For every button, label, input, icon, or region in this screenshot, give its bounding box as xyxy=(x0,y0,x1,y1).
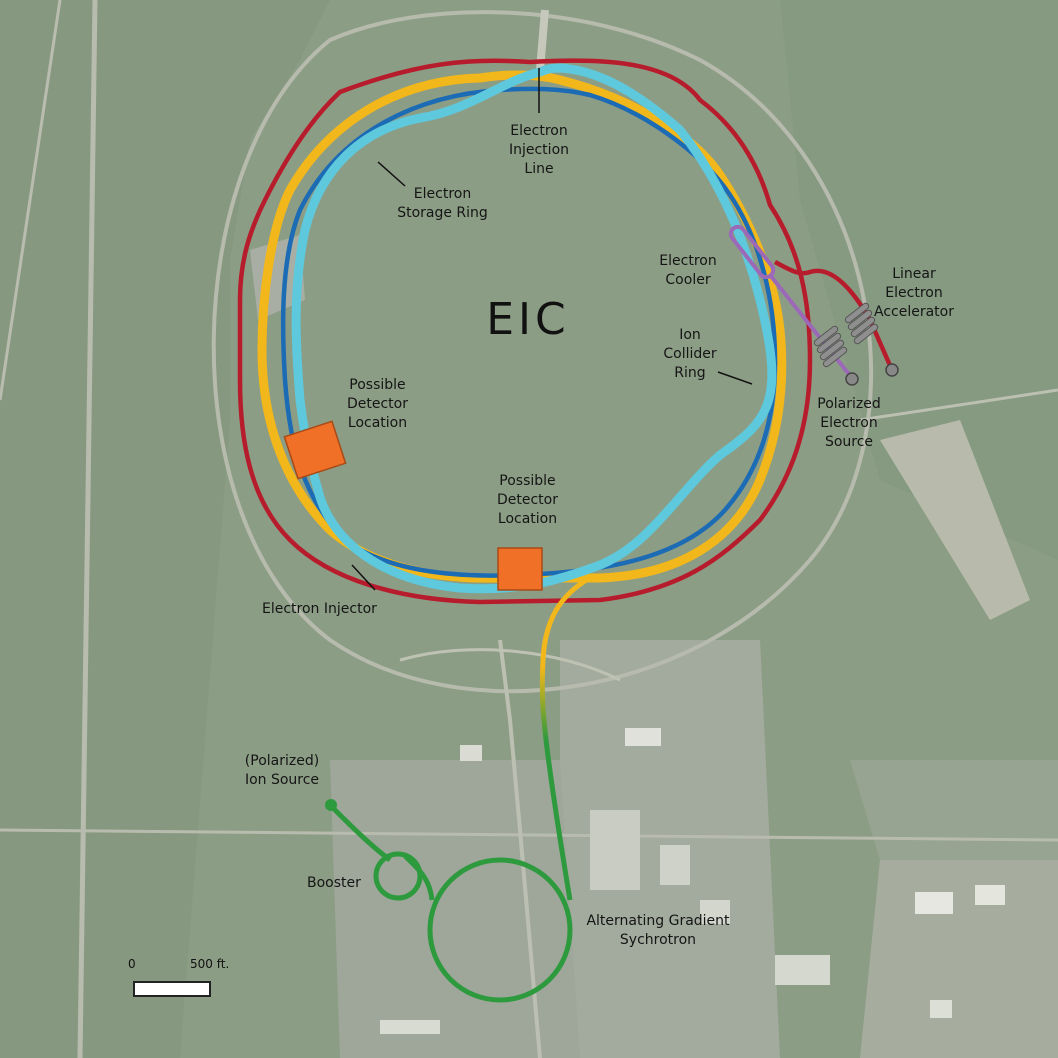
electron-injector-spur xyxy=(773,260,895,371)
scale-end-label: 500 ft. xyxy=(190,957,230,971)
electron-injector-ring xyxy=(237,58,813,605)
label-ags: Alternating Gradient Sychrotron xyxy=(572,912,744,950)
ags-transfer-line xyxy=(543,739,573,901)
label-electron-injector: Electron Injector xyxy=(262,601,377,617)
label-line: (Polarized) xyxy=(244,753,320,769)
label-line: Polarized xyxy=(817,396,881,412)
label-line: Ring xyxy=(674,365,706,381)
linear-accelerator-end-dot xyxy=(885,363,899,377)
scale-start-label: 0 xyxy=(128,957,136,971)
label-line: Alternating Gradient xyxy=(586,913,730,929)
label-detector-bottom: Possible Detector Location xyxy=(485,472,570,529)
detector-bottom xyxy=(497,547,543,591)
label-polarized-electron-source: Polarized Electron Source xyxy=(805,395,893,452)
label-line: Location xyxy=(347,415,408,431)
scale-bar-graphic xyxy=(133,981,211,997)
label-line: Detector xyxy=(346,396,408,412)
label-line: Electron xyxy=(659,253,717,269)
label-line: Sychrotron xyxy=(619,932,697,948)
polarized-electron-source-dot xyxy=(845,372,859,386)
label-line: Electron xyxy=(413,186,472,202)
label-line: Accelerator xyxy=(874,304,954,320)
label-linear-electron-accelerator: Linear Electron Accelerator xyxy=(865,265,963,322)
label-line: Cooler xyxy=(665,272,711,288)
label-line: Collider xyxy=(663,346,717,362)
label-line: Injection xyxy=(508,142,570,158)
label-polarized-ion-source: (Polarized) Ion Source xyxy=(232,752,332,790)
label-ion-collider-ring: Ion Collider Ring xyxy=(660,326,720,383)
scale-bar: 0 500 ft. xyxy=(128,957,248,1005)
label-line: Detector xyxy=(496,492,558,508)
label-electron-storage-ring: Electron Storage Ring xyxy=(385,185,500,223)
label-detector-left: Possible Detector Location xyxy=(335,376,420,433)
label-electron-cooler: Electron Cooler xyxy=(648,252,728,290)
ion-source-line xyxy=(329,804,392,862)
label-line: Electron xyxy=(820,415,878,431)
label-line: Source xyxy=(824,434,874,450)
booster-ring xyxy=(373,851,423,901)
ags-ring xyxy=(427,857,573,1003)
label-line: Electron xyxy=(885,285,943,301)
label-line: Ion Source xyxy=(244,772,320,788)
leader-lines xyxy=(351,68,753,591)
booster-ags-line xyxy=(403,854,435,901)
label-line: Storage Ring xyxy=(397,205,488,221)
label-line: Electron xyxy=(510,123,568,139)
label-electron-injection-line: Electron Injection Line xyxy=(494,122,584,179)
detector-left xyxy=(283,420,347,480)
label-line: Location xyxy=(497,511,558,527)
label-line: Ion xyxy=(679,327,701,343)
polarized-ion-source-dot xyxy=(325,799,337,811)
label-line: Possible xyxy=(349,377,406,393)
electron-accelerator-coils xyxy=(813,302,879,368)
label-line: Possible xyxy=(499,473,556,489)
eic-title: EIC xyxy=(486,294,570,345)
label-booster: Booster xyxy=(307,875,361,891)
electron-cooler xyxy=(728,224,854,380)
label-line: Line xyxy=(524,161,554,177)
label-line: Linear xyxy=(892,266,936,282)
ion-transfer-line xyxy=(539,575,592,741)
